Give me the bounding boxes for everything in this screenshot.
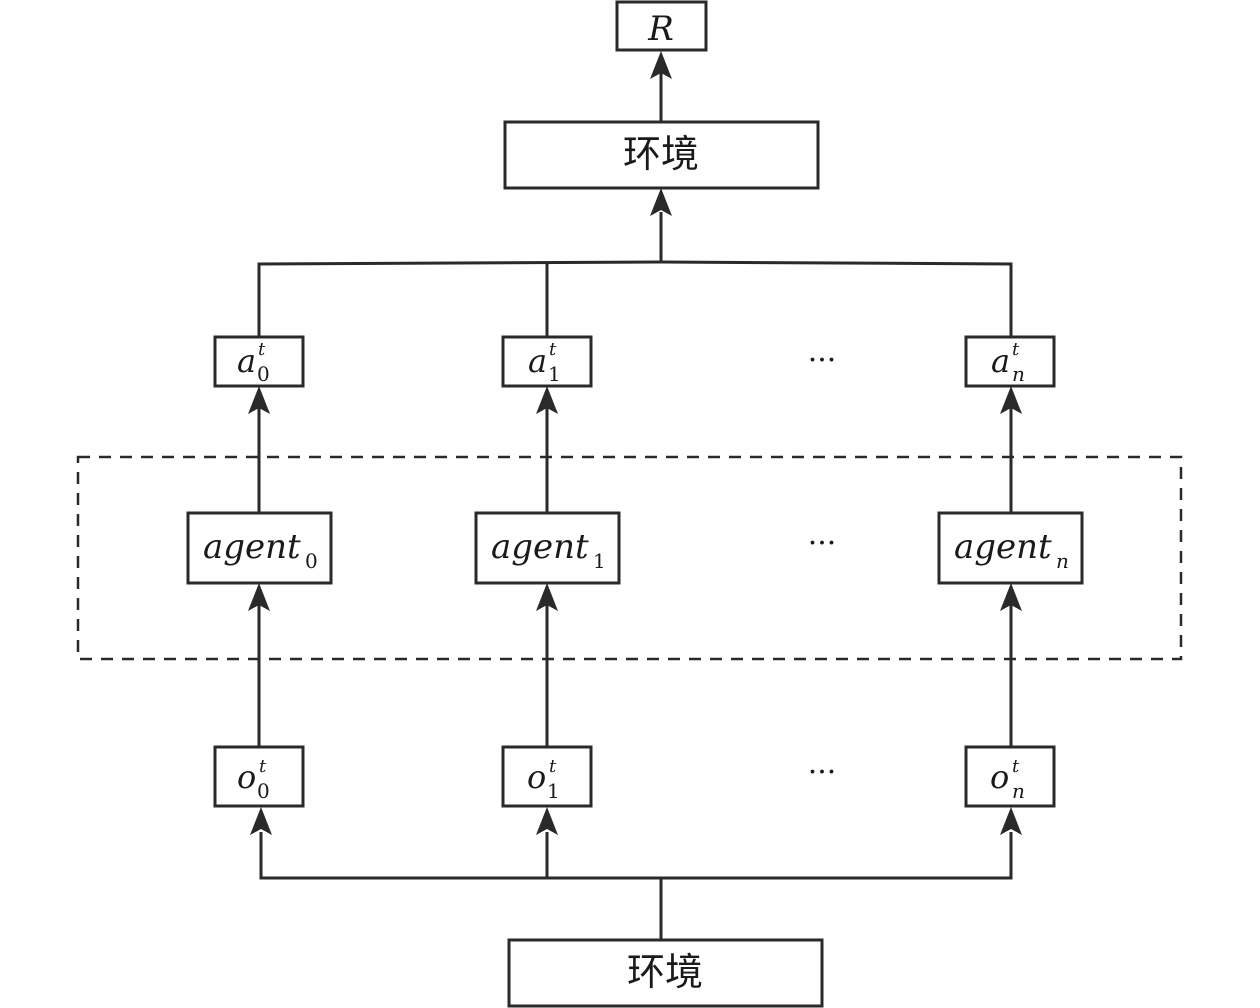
connector-lines: [257, 72, 1013, 939]
reward-label: R: [647, 9, 674, 49]
action-1-sub: 1: [548, 362, 561, 386]
agent-1-sub: 1: [593, 549, 606, 573]
agent-node-0: agent 0: [186, 511, 333, 585]
observation-n-base: o: [990, 758, 1009, 796]
observation-1-base: o: [527, 758, 546, 796]
agent-0-base: agent: [203, 527, 301, 567]
environment-bottom-node: 环境: [507, 938, 824, 1008]
action-node-0: a t 0: [213, 335, 305, 388]
agent-n-base: agent: [954, 527, 1052, 567]
action-node-n: a t n: [964, 335, 1056, 388]
agent-group-boundary: [76, 455, 1183, 661]
arrowhead-to-observation-0: [250, 807, 272, 835]
action-n-base: a: [991, 342, 1010, 380]
action-n-sup: t: [1012, 339, 1020, 360]
agent-n-sub: n: [1056, 549, 1069, 573]
environment-bottom-label: 环境: [627, 950, 703, 994]
arrowhead-to-observation-1: [536, 807, 558, 835]
arrowhead-to-observation-n: [1000, 807, 1022, 835]
observation-node-1: o t 1: [501, 745, 593, 808]
observation-0-sup: t: [259, 756, 267, 777]
reward-node: R: [615, 0, 708, 52]
action-ellipsis: ···: [808, 343, 837, 378]
observation-ellipsis: ···: [808, 755, 837, 790]
agent-0-sub: 0: [305, 549, 318, 573]
arrowhead-to-action-0: [248, 386, 270, 414]
observation-0-sub: 0: [257, 779, 270, 803]
action-n-sub: n: [1012, 362, 1025, 386]
action-0-base: a: [237, 342, 256, 380]
arrowhead-to-env-top: [650, 188, 672, 216]
arrowhead-to-agent-1: [536, 583, 558, 611]
observation-n-sup: t: [1012, 756, 1020, 777]
agent-1-base: agent: [491, 527, 589, 567]
action-1-sup: t: [549, 339, 557, 360]
observation-n-sub: n: [1012, 779, 1025, 803]
agent-node-n: agent n: [937, 511, 1084, 585]
observation-1-sub: 1: [547, 779, 560, 803]
arrowhead-to-agent-n: [1000, 583, 1022, 611]
arrowhead-to-reward: [650, 51, 672, 79]
action-node-1: a t 1: [501, 335, 593, 388]
arrowhead-to-action-n: [1000, 386, 1022, 414]
observation-node-0: o t 0: [213, 745, 305, 808]
observation-node-n: o t n: [964, 745, 1056, 808]
action-0-sub: 0: [257, 362, 270, 386]
agent-node-1: agent 1: [474, 511, 621, 585]
arrowheads: [248, 51, 1022, 835]
action-0-sup: t: [258, 339, 266, 360]
observation-0-base: o: [237, 758, 256, 796]
arrowhead-to-action-1: [536, 386, 558, 414]
observation-1-sup: t: [549, 756, 557, 777]
action-1-base: a: [528, 342, 547, 380]
arrowhead-to-agent-0: [248, 583, 270, 611]
environment-top-label: 环境: [623, 132, 699, 176]
agent-ellipsis: ···: [808, 526, 837, 561]
environment-top-node: 环境: [503, 120, 820, 190]
